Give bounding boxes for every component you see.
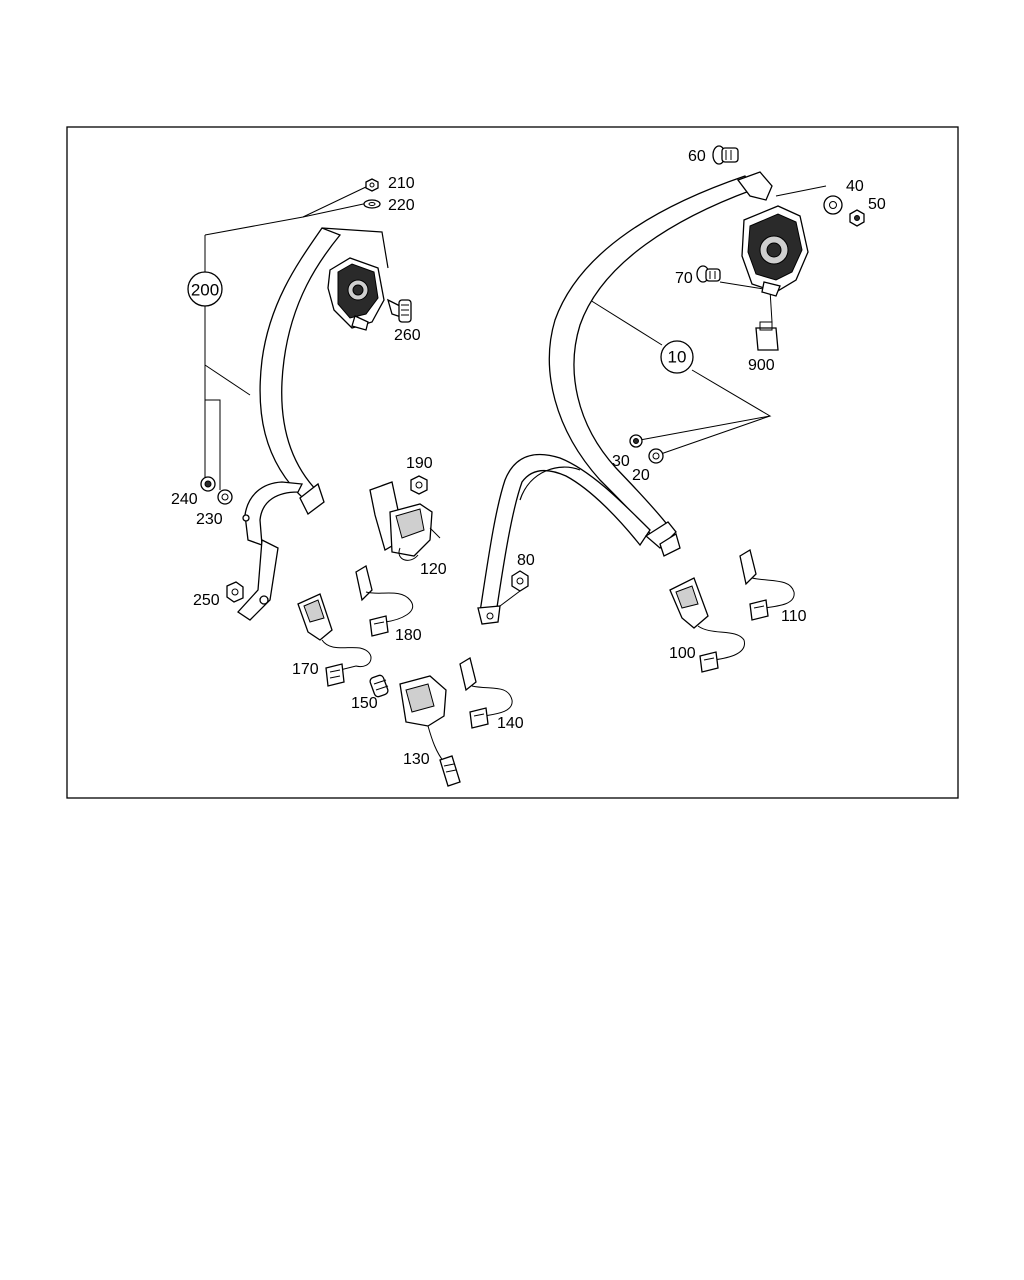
right-belt-assembly	[477, 145, 865, 625]
nut-210-icon	[365, 178, 379, 192]
assembly-label-10: 10	[668, 348, 687, 367]
part-label-40: 40	[846, 178, 864, 195]
part-label-110: 110	[781, 608, 807, 625]
part-label-30: 30	[612, 453, 630, 470]
part-label-60: 60	[688, 148, 706, 165]
assembly-200-circle	[187, 271, 223, 307]
nut-240-icon	[200, 476, 216, 492]
label-tag-900-icon	[755, 321, 779, 351]
buckle-130	[399, 675, 461, 787]
part-label-20: 20	[632, 467, 650, 484]
part-label-240: 240	[171, 491, 198, 508]
assembly-10-circle	[660, 340, 694, 374]
sensor-110	[739, 548, 795, 621]
sensor-180	[355, 564, 413, 637]
part-label-220: 220	[388, 197, 415, 214]
nut-30-icon	[629, 434, 643, 448]
nut-250-icon	[226, 581, 244, 603]
left-belt-assembly	[187, 178, 412, 621]
bolt-60-icon	[712, 145, 739, 165]
part-label-130: 130	[403, 751, 430, 768]
buckle-120	[369, 481, 441, 561]
part-label-210: 210	[388, 175, 415, 192]
washer-220-icon	[363, 199, 381, 209]
assembly-label-200: 200	[191, 281, 219, 300]
sensor-140	[459, 656, 513, 729]
bolt-150-icon	[369, 674, 389, 698]
part-label-170: 170	[292, 661, 319, 678]
right-retractor	[736, 171, 809, 297]
part-label-70: 70	[675, 270, 693, 287]
part-label-180: 180	[395, 627, 422, 644]
part-label-140: 140	[497, 715, 524, 732]
part-label-120: 120	[420, 561, 447, 578]
part-label-190: 190	[406, 455, 433, 472]
diagram-frame	[66, 126, 959, 799]
washer-40-icon	[823, 195, 843, 215]
part-label-250: 250	[193, 592, 220, 609]
buckle-100	[669, 577, 745, 673]
bolt-260-icon	[386, 298, 412, 323]
part-label-50: 50	[868, 196, 886, 213]
nut-80-icon	[499, 570, 529, 607]
part-label-80: 80	[517, 552, 535, 569]
nut-190-icon	[410, 475, 428, 495]
left-retractor	[327, 257, 385, 331]
nut-50-icon	[849, 209, 865, 227]
part-label-230: 230	[196, 511, 223, 528]
part-label-100: 100	[669, 645, 696, 662]
part-label-150: 150	[351, 695, 378, 712]
buckle-170	[297, 593, 372, 687]
bolt-70-icon	[696, 265, 721, 283]
part-label-260: 260	[394, 327, 421, 344]
part-label-900: 900	[748, 357, 775, 374]
washer-230-icon	[217, 489, 233, 505]
washer-20-icon	[648, 448, 664, 464]
